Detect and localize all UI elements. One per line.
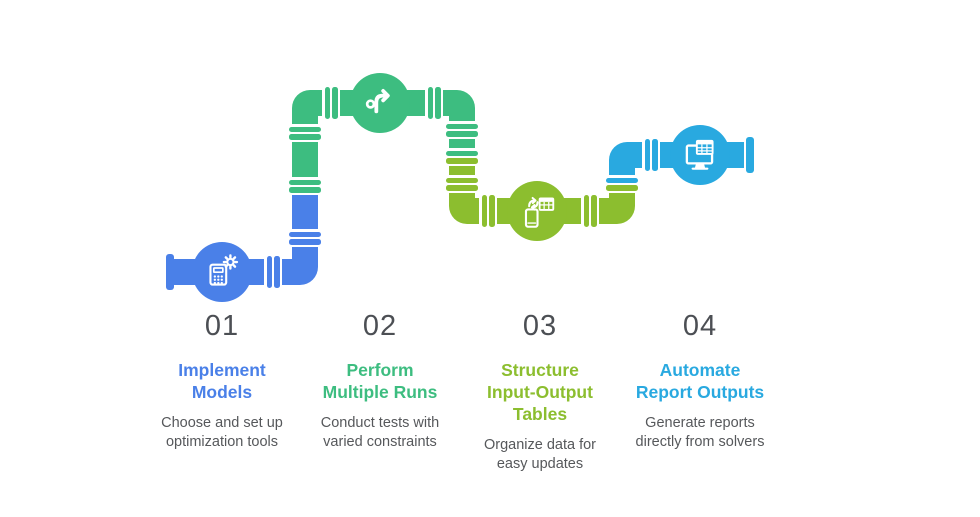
step-number: 03 [522,310,558,342]
calculator-gear-icon [209,254,239,286]
pipe-flange [446,175,478,193]
step-title: Perform Multiple Runs [322,360,438,402]
step-description: Generate reports directly from solvers [635,415,765,450]
pipe-flange-transition [606,175,638,193]
bent-arrow-icon [365,89,390,114]
step-column-3: 03 Structure Input-Output Tables Organiz… [455,310,625,474]
step-node-4 [670,125,730,185]
step-node-2 [350,73,410,133]
pipe-flange [642,139,660,171]
pipe-end-cap-left [166,254,174,290]
monitor-spreadsheet-icon [685,139,714,170]
step-title: Structure Input-Output Tables [487,360,593,424]
step-number: 01 [204,310,240,342]
pipe-flange [289,229,321,247]
step-number: 04 [682,310,718,342]
step-column-2: 02 Perform Multiple Runs Conduct tests w… [295,310,465,452]
pipe-flange-transition [289,177,321,195]
step-node-1 [192,242,252,302]
pipe-flange [581,195,599,227]
pipe-flange [322,87,340,119]
pipe-flange [289,124,321,142]
pipe-flange [446,121,478,139]
pipe-flange [425,87,443,119]
step-column-1: 01 Implement Models Choose and set up op… [137,310,307,452]
pipe-end-cap-right [746,137,754,173]
pipe-flange-transition [446,148,478,166]
step-description: Choose and set up optimization tools [161,415,283,450]
step-column-4: 04 Automate Report Outputs Generate repo… [615,310,785,452]
step-title: Automate Report Outputs [635,360,765,402]
pipe-flange [479,195,497,227]
step-node-3 [507,181,567,241]
step-number: 02 [362,310,398,342]
step-description: Organize data for easy updates [483,437,597,472]
step-description: Conduct tests with varied constraints [320,415,440,450]
step-title: Implement Models [178,360,266,402]
phone-sync-table-icon [524,196,555,228]
pipe-flange [264,256,282,288]
